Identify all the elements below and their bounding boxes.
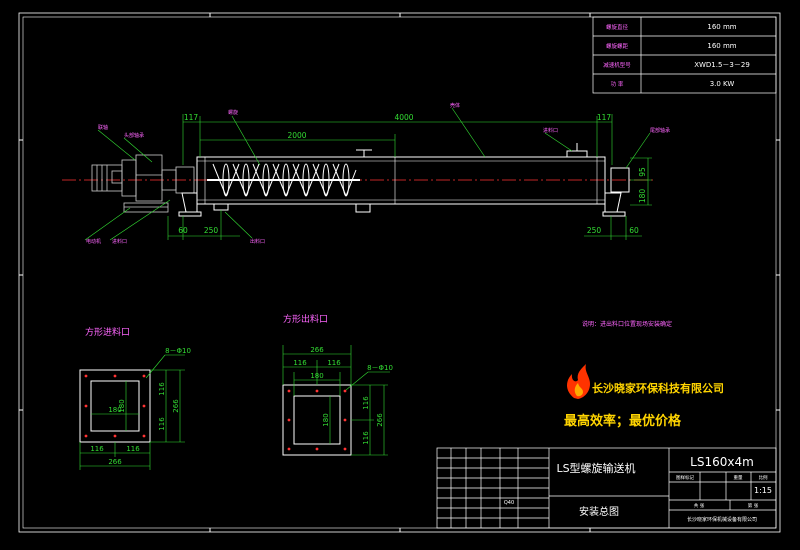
- spec-key-2: 减速机型号: [603, 61, 631, 69]
- dim-vert-b: 180: [638, 189, 647, 204]
- drawing-frame: [18, 12, 781, 533]
- spec-value-2: XWD1.5－3－29: [694, 61, 750, 69]
- title-product: LS型螺旋输送机: [556, 461, 635, 475]
- title-drawing-name: 安装总图: [579, 505, 619, 518]
- inlet-dim-h: 180: [118, 399, 126, 412]
- dim-screw: 2000: [287, 131, 306, 140]
- flame-logo-icon: [567, 364, 590, 399]
- dim-right-a: 250: [587, 226, 602, 235]
- spec-value-1: 160 mm: [707, 42, 736, 50]
- inlet-view: 方形进料口 8－Φ10 180 180 266: [79, 326, 191, 470]
- label-screw: 螺旋: [228, 109, 238, 116]
- title-cell-3: 共 张: [694, 502, 705, 509]
- title-material: Q40: [504, 500, 514, 506]
- label-trough: 壳体: [450, 102, 460, 109]
- spec-key-0: 螺旋直径: [606, 23, 629, 31]
- spec-value-3: 3.0 KW: [710, 80, 735, 88]
- inlet-dim-hb: 116: [158, 417, 166, 431]
- title-block: LS160x4m LS型螺旋输送机 安装总图 1:15 Q40 长沙晓家环保机械…: [436, 447, 777, 529]
- label-coupling: 联轴: [98, 124, 108, 131]
- label-outlet: 出料口: [250, 238, 265, 245]
- outlet-dim-va: 116: [362, 396, 370, 410]
- title-company-small: 长沙晓家环保机械设备有限公司: [687, 516, 757, 523]
- outlet-view: 方形出料口 266 116 116: [282, 313, 393, 456]
- dim-end-left: 117: [184, 113, 199, 122]
- trough: [178, 143, 630, 217]
- label-inlet: 进料口: [543, 127, 558, 134]
- dim-total: 4000: [394, 113, 413, 122]
- spec-key-3: 功 率: [611, 80, 624, 88]
- title-model: LS160x4m: [690, 455, 754, 469]
- title-cell-0: 图样标记: [676, 474, 694, 481]
- spec-value-0: 160 mm: [707, 23, 736, 31]
- label-gearbox: 头部轴承: [124, 132, 144, 139]
- outlet-dim-vtotal: 266: [376, 413, 384, 427]
- inlet-dim-htotal: 266: [172, 399, 180, 413]
- inlet-title: 方形进料口: [85, 326, 130, 338]
- outlet-dim-top-a: 116: [293, 359, 307, 367]
- title-scale: 1:15: [754, 486, 772, 495]
- outlet-title: 方形出料口: [283, 313, 328, 325]
- main-dimensions: [84, 107, 652, 241]
- dim-end-right: 117: [597, 113, 612, 122]
- outlet-holes: 8－Φ10: [367, 364, 393, 372]
- main-view: 4000 2000 117 117 60 250 250 60 95 180 联…: [62, 102, 670, 245]
- spec-key-1: 螺旋螺距: [606, 42, 629, 50]
- title-cell-2: 比例: [759, 474, 768, 481]
- title-cell-1: 重量: [734, 474, 743, 481]
- company-badge: 长沙晓家环保科技有限公司 最高效率；最优价格: [564, 364, 724, 429]
- label-feed: 进料口: [112, 238, 127, 245]
- inlet-dim-bot-a: 116: [90, 445, 104, 453]
- spec-table: 螺旋直径 160 mm 螺旋螺距 160 mm 减速机型号 XWD1.5－3－2…: [592, 16, 777, 94]
- inlet-dim-bot-total: 266: [108, 458, 122, 466]
- dim-left-b: 250: [204, 226, 219, 235]
- note-text: 说明：进出料口位置现场安装确定: [582, 320, 672, 328]
- screw-flights: [207, 163, 360, 197]
- outlet-dim-top-b: 116: [327, 359, 341, 367]
- company-name: 长沙晓家环保科技有限公司: [592, 381, 724, 395]
- dim-right-b: 60: [629, 226, 639, 235]
- inlet-dim-bot-b: 116: [126, 445, 140, 453]
- outlet-dim-w: 180: [310, 372, 323, 380]
- dim-vert-a: 95: [638, 167, 647, 177]
- dim-left-a: 60: [178, 226, 188, 235]
- outlet-dim-h: 180: [322, 413, 330, 426]
- inlet-dim-w: 180: [108, 406, 121, 414]
- motor: [91, 154, 195, 213]
- title-cell-4: 第 张: [748, 502, 759, 509]
- company-slogan: 最高效率；最优价格: [564, 413, 682, 429]
- label-motor: 电动机: [86, 238, 101, 245]
- outlet-dim-vb: 116: [362, 431, 370, 445]
- outlet-dim-top-total: 266: [310, 346, 324, 354]
- inlet-holes: 8－Φ10: [165, 347, 191, 355]
- label-tail-bearing: 尾部轴承: [650, 127, 670, 134]
- inlet-dim-ha: 116: [158, 382, 166, 396]
